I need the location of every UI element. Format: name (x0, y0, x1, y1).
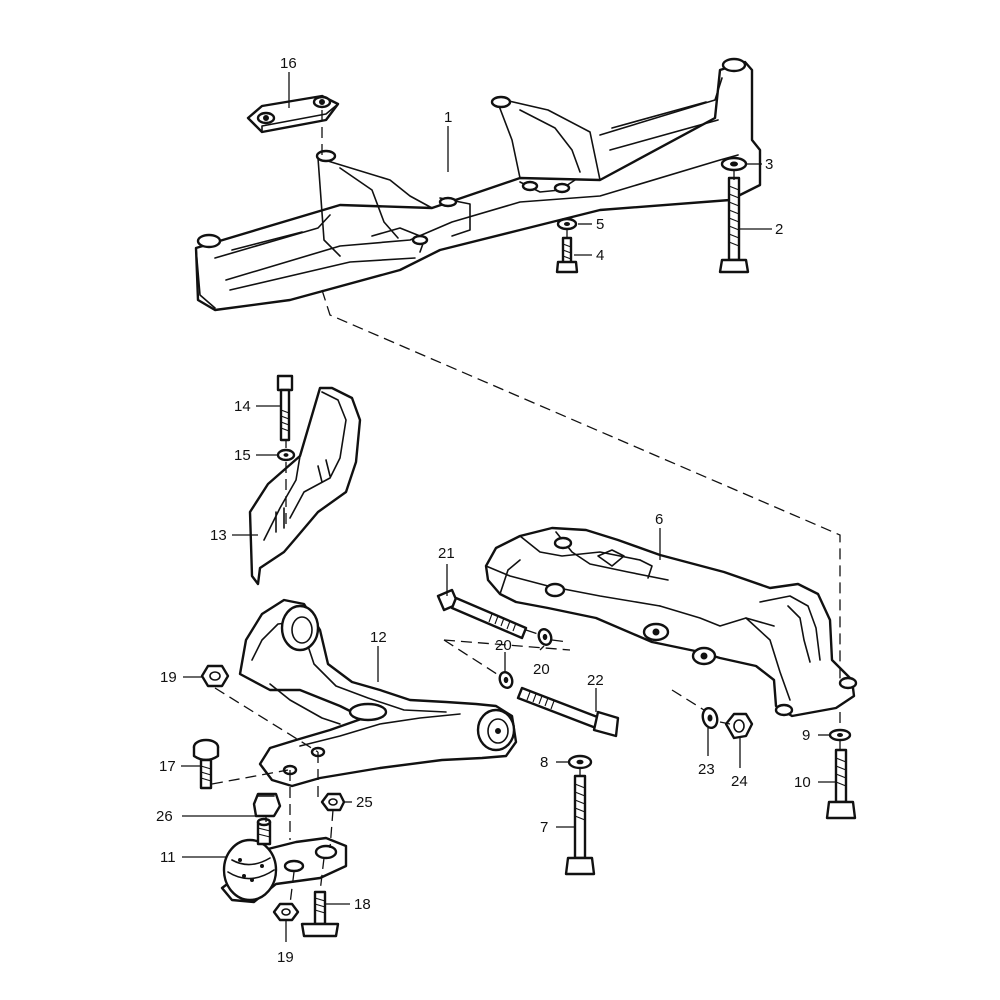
callout-4: 4 (596, 247, 604, 264)
callout-9: 9 (802, 727, 810, 744)
bolt-4 (555, 236, 579, 274)
control-arm (238, 598, 518, 788)
washer-20-lower (498, 671, 514, 689)
ball-joint (220, 817, 348, 904)
heat-shield (248, 386, 362, 586)
callout-13: 13 (210, 527, 227, 544)
washer-8 (567, 754, 593, 770)
callout-19-upper: 19 (160, 669, 177, 686)
bolt-18 (300, 890, 340, 938)
callout-16: 16 (280, 55, 297, 72)
washer-15 (276, 448, 296, 462)
washer-9 (828, 728, 852, 742)
assembly-lines (211, 110, 841, 905)
nut-19-lower (272, 902, 300, 922)
callout-1: 1 (444, 109, 452, 126)
nut-19-upper (200, 664, 230, 688)
callout-24: 24 (731, 773, 748, 790)
washer-5 (556, 217, 578, 231)
callout-14: 14 (234, 398, 251, 415)
callout-20-right: 20 (533, 661, 550, 678)
bolt-14 (276, 374, 294, 442)
washer-23 (701, 706, 719, 730)
callout-17: 17 (159, 758, 176, 775)
nut-25 (320, 792, 346, 812)
bolt-21 (436, 588, 528, 640)
bolt-2 (718, 176, 750, 274)
washer-20-upper (537, 628, 553, 646)
callout-2: 2 (775, 221, 783, 238)
nut-26 (252, 792, 282, 818)
callout-22: 22 (587, 672, 604, 689)
callout-23: 23 (698, 761, 715, 778)
callout-12: 12 (370, 629, 387, 646)
callout-20-left: 20 (495, 637, 512, 654)
callout-labels: 1 2 3 4 5 6 7 8 9 10 11 12 13 14 15 16 1… (156, 55, 811, 966)
callout-7: 7 (540, 819, 548, 836)
crossmember-frame (194, 57, 762, 312)
callout-25: 25 (356, 794, 373, 811)
callout-5: 5 (596, 216, 604, 233)
bolt-10 (825, 748, 857, 820)
callout-26: 26 (156, 808, 173, 825)
stud-17 (192, 738, 220, 790)
callout-3: 3 (765, 156, 773, 173)
callout-8: 8 (540, 754, 548, 771)
washer-3 (720, 156, 748, 172)
bolt-22 (516, 686, 620, 738)
callout-19-lower: 19 (277, 949, 294, 966)
bolt-7 (564, 774, 596, 876)
nut-24 (724, 712, 754, 740)
callout-21: 21 (438, 545, 455, 562)
leader-lines (181, 72, 836, 942)
callout-6: 6 (655, 511, 663, 528)
mounting-plate (246, 94, 340, 134)
callout-10: 10 (794, 774, 811, 791)
callout-18: 18 (354, 896, 371, 913)
callout-15: 15 (234, 447, 251, 464)
callout-11: 11 (160, 849, 176, 866)
subframe (484, 526, 858, 718)
